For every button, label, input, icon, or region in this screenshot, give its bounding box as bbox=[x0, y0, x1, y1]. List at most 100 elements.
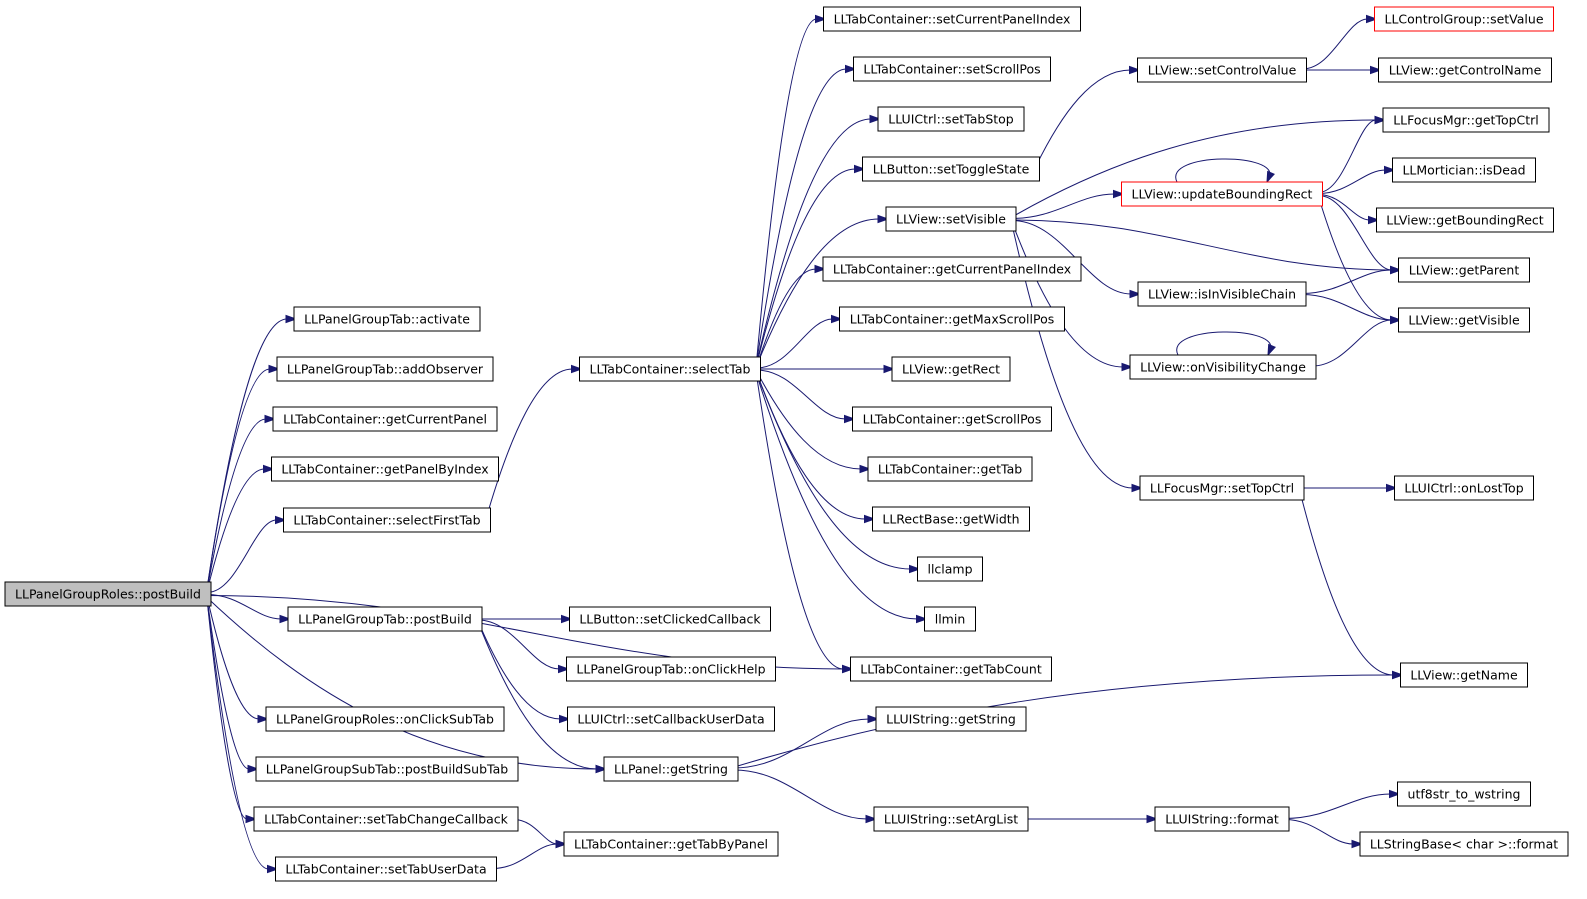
node-box bbox=[1398, 307, 1530, 333]
graph-edge bbox=[206, 599, 280, 874]
edge-arrowhead bbox=[916, 614, 929, 624]
graph-node[interactable]: LLPanelGroupSubTab::postBuildSubTab bbox=[255, 756, 519, 782]
edge-arrowhead bbox=[1366, 14, 1379, 24]
edge-arrowhead bbox=[1386, 483, 1399, 493]
node-box bbox=[862, 156, 1040, 182]
edge-line bbox=[1011, 119, 1377, 218]
graph-node[interactable]: LLTabContainer::setScrollPos bbox=[853, 56, 1051, 82]
graph-node[interactable]: LLPanelGroupTab::postBuild bbox=[287, 606, 483, 632]
graph-edge bbox=[206, 597, 260, 774]
graph-node[interactable]: LLStringBase< char >::format bbox=[1359, 831, 1569, 857]
graph-node[interactable]: LLTabContainer::getCurrentPanel bbox=[272, 406, 498, 432]
node-label: LLTabContainer::getCurrentPanel bbox=[283, 412, 487, 427]
graph-edge bbox=[756, 371, 877, 524]
node-box bbox=[276, 356, 494, 382]
graph-node[interactable]: LLView::getVisible bbox=[1398, 307, 1530, 333]
graph-node[interactable]: LLTabContainer::getCurrentPanelIndex bbox=[822, 256, 1082, 282]
node-label: utf8str_to_wstring bbox=[1408, 787, 1521, 802]
edge-arrowhead bbox=[1370, 65, 1383, 75]
edge-line bbox=[756, 268, 817, 368]
graph-node[interactable]: LLTabContainer::selectFirstTab bbox=[283, 507, 491, 533]
graph-node[interactable]: LLPanel::getString bbox=[603, 756, 739, 782]
graph-node[interactable]: LLView::getBoundingRect bbox=[1376, 207, 1554, 233]
graph-node[interactable]: utf8str_to_wstring bbox=[1397, 781, 1531, 807]
node-label: LLView::getName bbox=[1410, 668, 1518, 683]
node-box bbox=[872, 506, 1030, 532]
node-label: LLView::getRect bbox=[902, 362, 1000, 377]
graph-node[interactable]: LLUICtrl::onLostTop bbox=[1394, 475, 1534, 501]
graph-node[interactable]: LLPanelGroupTab::onClickHelp bbox=[566, 656, 776, 682]
graph-node[interactable]: LLUIString::format bbox=[1154, 806, 1290, 832]
graph-node[interactable]: LLTabContainer::getTab bbox=[867, 456, 1033, 482]
graph-node[interactable]: llclamp bbox=[917, 556, 983, 582]
graph-node[interactable]: LLView::setControlValue bbox=[1137, 57, 1307, 83]
graph-node[interactable]: LLTabContainer::setTabUserData bbox=[275, 856, 497, 882]
graph-node[interactable]: LLView::setVisible bbox=[885, 206, 1017, 232]
graph-node[interactable]: LLView::getRect bbox=[891, 356, 1011, 382]
graph-edge bbox=[206, 598, 258, 824]
node-label: LLPanel::getString bbox=[614, 762, 728, 777]
graph-node[interactable]: LLRectBase::getWidth bbox=[872, 506, 1030, 532]
edge-arrowhead bbox=[267, 864, 280, 874]
graph-node[interactable]: LLTabContainer::getPanelByIndex bbox=[271, 456, 499, 482]
edge-arrowhead bbox=[1351, 839, 1364, 849]
graph-node[interactable]: LLTabContainer::getTabByPanel bbox=[563, 831, 779, 857]
graph-edge bbox=[756, 214, 890, 367]
node-label: LLControlGroup::setValue bbox=[1384, 12, 1543, 27]
edge-line bbox=[1284, 819, 1354, 845]
graph-node[interactable]: LLView::onVisibilityChange bbox=[1129, 354, 1317, 380]
node-label: LLFocusMgr::getTopCtrl bbox=[1393, 113, 1539, 128]
node-label: LLTabContainer::getScrollPos bbox=[863, 412, 1042, 427]
node-box bbox=[1137, 57, 1307, 83]
graph-node[interactable]: LLTabContainer::setCurrentPanelIndex bbox=[823, 6, 1081, 32]
node-label: LLView::getParent bbox=[1409, 263, 1520, 278]
edge-line bbox=[477, 620, 561, 720]
graph-node[interactable]: LLUIString::getString bbox=[875, 706, 1027, 732]
edge-line bbox=[1302, 18, 1368, 70]
graph-node[interactable]: llmin bbox=[924, 606, 976, 632]
edge-line bbox=[756, 370, 862, 470]
edge-arrowhead bbox=[1374, 115, 1387, 125]
node-box bbox=[1382, 107, 1550, 133]
graph-node[interactable]: LLFocusMgr::setTopCtrl bbox=[1139, 475, 1305, 501]
graph-node[interactable]: LLTabContainer::selectTab bbox=[579, 356, 761, 382]
graph-edge bbox=[477, 620, 572, 724]
graph-node[interactable]: LLView::getControlName bbox=[1378, 57, 1552, 83]
graph-node[interactable]: LLView::isInVisibleChain bbox=[1137, 281, 1307, 307]
node-box bbox=[1397, 781, 1531, 807]
edge-arrowhead bbox=[831, 314, 844, 324]
graph-node[interactable]: LLView::updateBoundingRect bbox=[1121, 181, 1323, 207]
graph-node[interactable]: LLUICtrl::setCallbackUserData bbox=[567, 706, 775, 732]
edge-line bbox=[756, 218, 880, 367]
node-label: LLTabContainer::getTab bbox=[878, 462, 1022, 477]
graph-node[interactable]: LLView::getName bbox=[1400, 662, 1528, 688]
node-label: LLView::onVisibilityChange bbox=[1140, 360, 1306, 375]
graph-node[interactable]: LLTabContainer::getScrollPos bbox=[852, 406, 1052, 432]
graph-edge bbox=[486, 364, 584, 518]
node-label: LLTabContainer::setTabChangeCallback bbox=[264, 812, 509, 827]
node-box bbox=[579, 356, 761, 382]
graph-node[interactable]: LLPanelGroupRoles::postBuild bbox=[4, 581, 212, 607]
edge-arrowhead bbox=[1389, 789, 1402, 799]
graph-node[interactable]: LLTabContainer::getMaxScrollPos bbox=[839, 306, 1065, 332]
graph-node[interactable]: LLPanelGroupRoles::onClickSubTab bbox=[265, 706, 505, 732]
graph-node[interactable]: LLFocusMgr::getTopCtrl bbox=[1382, 107, 1550, 133]
graph-node[interactable]: LLButton::setClickedCallback bbox=[569, 606, 771, 632]
edge-line bbox=[1318, 194, 1370, 221]
edge-arrowhead bbox=[815, 14, 828, 24]
graph-node[interactable]: LLUIString::setArgList bbox=[873, 806, 1029, 832]
graph-edge bbox=[1318, 115, 1387, 194]
graph-node[interactable]: LLMortician::isDead bbox=[1392, 157, 1536, 183]
node-box bbox=[567, 706, 775, 732]
graph-node[interactable]: LLControlGroup::setValue bbox=[1374, 6, 1554, 32]
graph-node[interactable]: LLPanelGroupTab::activate bbox=[293, 306, 481, 332]
graph-node[interactable]: LLPanelGroupTab::addObserver bbox=[276, 356, 494, 382]
graph-node[interactable]: LLButton::setToggleState bbox=[862, 156, 1040, 182]
graph-node[interactable]: LLTabContainer::setTabChangeCallback bbox=[253, 806, 519, 832]
edge-line bbox=[733, 769, 868, 820]
graph-node[interactable]: LLTabContainer::getTabCount bbox=[850, 656, 1052, 682]
graph-node[interactable]: LLView::getParent bbox=[1398, 257, 1530, 283]
graph-node[interactable]: LLUICtrl::setTabStop bbox=[877, 106, 1025, 132]
edge-arrowhead bbox=[559, 714, 572, 724]
graph-edge bbox=[756, 314, 844, 369]
